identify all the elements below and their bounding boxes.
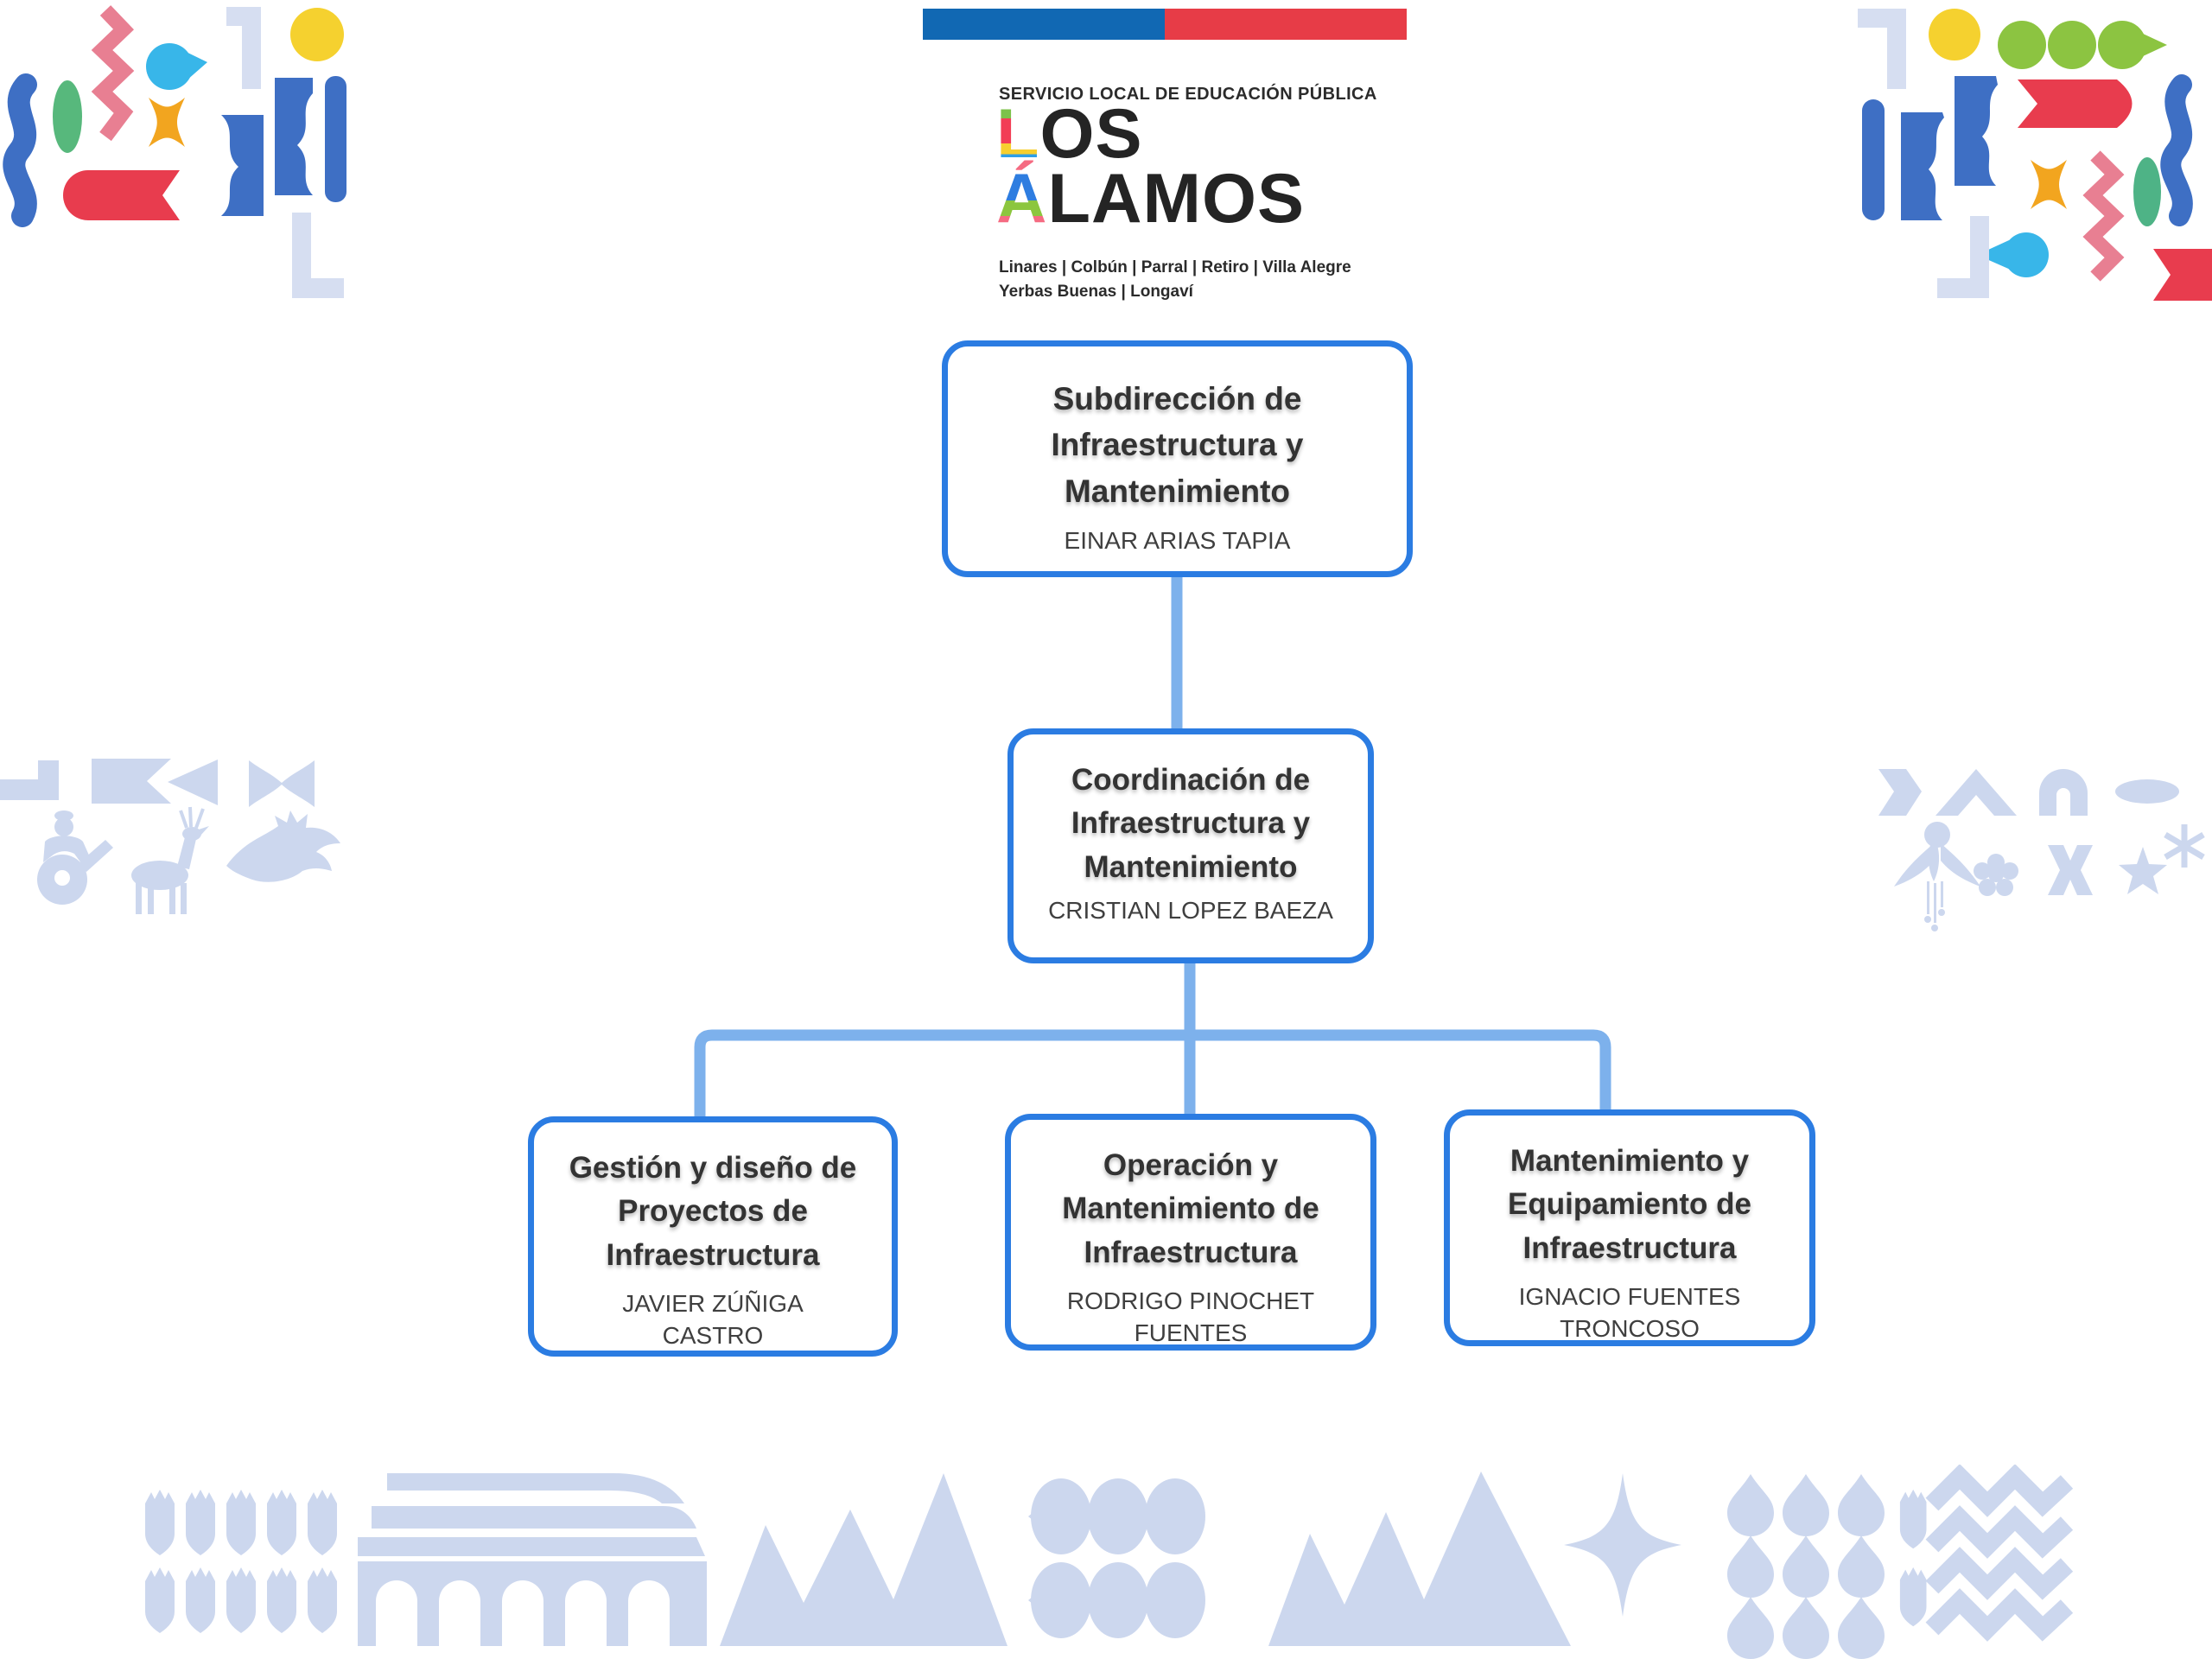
hourglass-icon	[149, 98, 185, 147]
teardrop-grid-icon	[1727, 1474, 1885, 1659]
train-viaduct-icon	[358, 1473, 707, 1646]
zigzag-icon	[91, 5, 135, 142]
org-node-person: EINAR ARIAS TAPIA	[1064, 526, 1291, 554]
org-node-mantenimiento-equipamiento: Mantenimiento y Equipamiento de Infraest…	[1444, 1109, 1815, 1346]
arch-icon	[2039, 769, 2088, 816]
decor-silhouettes-right	[1878, 769, 2205, 931]
corner-bracket-icon	[1937, 216, 1989, 298]
wave-column-icon	[221, 115, 264, 216]
leaf-icon	[2133, 157, 2161, 226]
brand-line-1: LOS	[996, 95, 1143, 173]
org-node-person: IGNACIO FUENTES TRONCOSO	[1518, 1283, 1741, 1342]
pennant-icon	[92, 759, 171, 804]
flower-icon	[1974, 854, 2018, 896]
org-node-title: Mantenimiento y Equipamiento de Infraest…	[1508, 1144, 1751, 1265]
decor-shapes-top-right	[1858, 9, 2212, 301]
triangle-icon	[168, 760, 218, 805]
service-label: SERVICIO LOCAL DE EDUCACIÓN PÚBLICA	[999, 85, 1377, 104]
comunas-line-2: Yerbas Buenas | Longaví	[999, 282, 1193, 301]
brand-letter-l: L	[996, 95, 1040, 173]
org-node-operacion-mantenimiento: Operación y Mantenimiento de Infraestruc…	[1005, 1114, 1376, 1351]
org-node-gestion-proyectos: Gestión y diseño de Proyectos de Infraes…	[528, 1116, 898, 1357]
org-node-title: Operación y Mantenimiento de Infraestruc…	[1062, 1148, 1319, 1269]
sun-circle-icon	[1929, 9, 1980, 60]
eagle-icon	[226, 810, 340, 882]
flag-bar-blue	[923, 9, 1165, 40]
tulip-grid-icon	[145, 1490, 337, 1633]
lens-icon	[2115, 779, 2179, 804]
zigzag-rows-icon	[1925, 1465, 2074, 1642]
brand-letter-a: Á	[996, 160, 1048, 238]
mountains-icon	[1268, 1471, 1571, 1646]
decor-shapes-top-left	[3, 5, 346, 298]
teardrop-icon	[1977, 232, 2049, 277]
musician-icon	[37, 810, 113, 905]
org-node-person: CRISTIAN LOPEZ BAEZA	[1048, 897, 1333, 925]
corner-bracket-icon	[226, 7, 261, 89]
bulb-chain-icon	[1998, 21, 2167, 69]
sparkle-icon	[1564, 1473, 1681, 1617]
caret-mountain-icon	[1936, 769, 2017, 816]
org-node-title: Subdirección de Infraestructura y Manten…	[1051, 381, 1304, 509]
wave-column-icon	[1955, 76, 1998, 186]
comunas-list: Linares | Colbún | Parral | Retiro | Vil…	[999, 256, 1351, 303]
copihue-flower-icon	[1894, 822, 1980, 931]
corner-bracket-icon	[0, 760, 59, 800]
org-node-title: Coordinación de Infraestructura y Manten…	[1071, 763, 1311, 884]
corner-bracket-icon	[292, 213, 344, 298]
bowtie-icon	[249, 760, 315, 807]
chevron-icon	[1878, 769, 1922, 816]
wavy-ribbon-icon	[3, 73, 37, 227]
org-node-person: RODRIGO PINOCHET FUENTES	[1066, 1287, 1315, 1346]
bulb-chain-icon	[1028, 1478, 1205, 1638]
brand-logo: LOS ÁLAMOS	[996, 95, 1305, 238]
bar-icon	[325, 76, 346, 202]
org-node-person: JAVIER ZÚÑIGA CASTRO	[622, 1290, 804, 1349]
brand-line-2: ÁLAMOS	[996, 160, 1305, 238]
tulip-column-icon	[1899, 1489, 1927, 1627]
org-node-subdireccion: Subdirección de Infraestructura y Manten…	[942, 340, 1413, 577]
pennant-fish-icon	[2018, 79, 2133, 128]
asterisk-icon	[2164, 824, 2205, 868]
mountains-icon	[720, 1473, 1007, 1646]
sun-circle-icon	[290, 8, 344, 61]
pennant-fish-icon	[63, 170, 180, 220]
flag-icon	[2153, 249, 2212, 301]
decor-silhouettes-left	[0, 759, 340, 914]
star-icon	[2119, 847, 2167, 894]
hourglass-icon	[2031, 160, 2067, 209]
flag-bar-red	[1165, 9, 1407, 40]
leaf-icon	[53, 80, 82, 153]
org-node-coordinacion: Coordinación de Infraestructura y Manten…	[1007, 728, 1374, 963]
zigzag-icon	[2082, 150, 2125, 282]
bar-icon	[1862, 99, 1885, 220]
teardrop-icon	[146, 43, 207, 90]
decor-band-bottom	[145, 1465, 2074, 1659]
government-flag-bar	[923, 9, 1407, 40]
org-node-title: Gestión y diseño de Proyectos de Infraes…	[569, 1151, 857, 1272]
comunas-line-1: Linares | Colbún | Parral | Retiro | Vil…	[999, 258, 1351, 276]
x-shape-icon	[2048, 845, 2093, 895]
wavy-ribbon-icon	[2160, 74, 2193, 226]
wave-column-icon	[1901, 112, 1944, 220]
deer-icon	[131, 806, 209, 914]
wave-column-icon	[275, 78, 313, 195]
corner-bracket-icon	[1858, 9, 1906, 89]
